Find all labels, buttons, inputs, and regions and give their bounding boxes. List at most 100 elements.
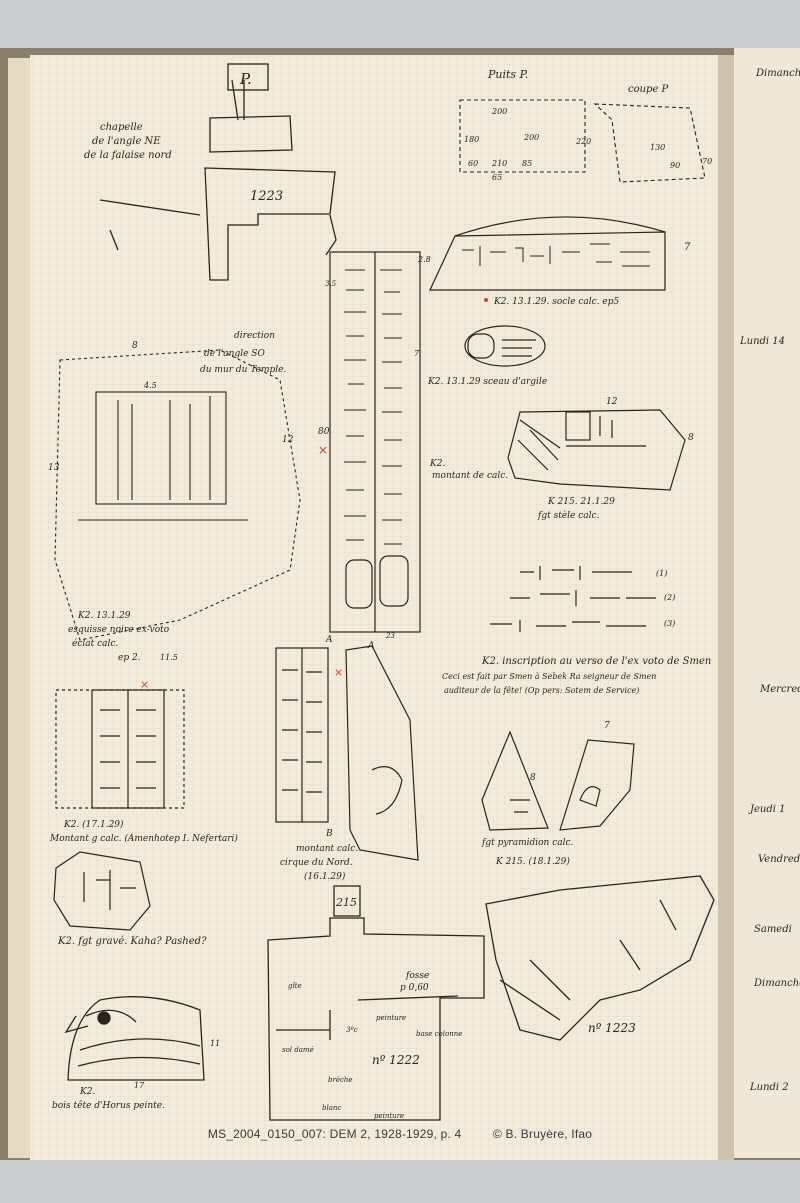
nord-note-3: (16.1.29) [304,871,346,882]
chapel-line-1: chapelle [100,122,143,133]
direction-line-3: du mur du Temple. [200,365,286,375]
pyramidion-dim-a: 8 [530,773,536,783]
tomb-plan [267,875,715,1121]
svg-text:Vendredi: Vendredi [758,854,800,865]
spine-shadow [718,55,734,1160]
plan-label-breche: brèche [328,1076,353,1084]
pyramidion-drawing [481,730,635,831]
montant-amenhotep [55,689,185,809]
exvoto-sketch [54,349,301,641]
mark-a1: A [325,635,333,645]
hiero-line-3-num: (3) [664,619,675,628]
exvoto-dim-right: 12 [282,435,294,445]
svg-text:Dimanche: Dimanche [753,978,800,989]
nord-note-1: montant calc. [296,844,358,854]
red-cross-3: × [334,666,343,679]
svg-text:Mercredi: Mercredi [759,684,800,695]
svg-text:90: 90 [670,161,680,170]
stele-dim-c: 7 [414,349,420,358]
horus-dim-b: 11 [210,1039,220,1048]
pyramidion-note-2: K 215. (18.1.29) [495,856,570,867]
exvoto-dim-top2: 8 [132,341,138,351]
fosse-depth: p 0,60 [400,983,429,993]
fosse-label: fosse [405,971,429,981]
plan-label-base: base colonne [416,1030,462,1038]
svg-text:200: 200 [523,133,539,142]
hieroglyph-lines [490,566,656,632]
svg-text:200: 200 [491,107,507,116]
plan-number-1223-b: nº 1223 [588,1021,636,1035]
inscription-line-1: K2. inscription au verso de l'ex voto de… [481,656,711,667]
plan-number-1223: 1223 [250,189,283,204]
inscription-line-2: Ceci est fait par Smen à Sebek Ra seigne… [442,672,656,681]
exvoto-note-3: éclat calc. [72,638,118,649]
montant-label-2: montant de calc. [432,471,508,481]
well-plan [459,99,706,183]
plan-number-1222: nº 1222 [372,1053,420,1067]
svg-text:60: 60 [468,159,478,168]
grid-paper [30,55,732,1160]
seal-note: K2. 13.1.29 sceau d'argile [427,377,547,387]
exvoto-note-4: ep 2. [118,653,141,663]
chapel-line-3: de la falaise nord [84,150,172,161]
well-title: Puits P. [487,68,528,81]
plan-label-blanc: blanc [322,1104,341,1112]
svg-text:Lundi 14: Lundi 14 [739,336,785,347]
montant-nord [275,645,419,861]
hiero-line-1-num: (1) [656,569,667,578]
exvoto-note-2: esquisse noire ex-voto [68,625,170,635]
right-page-days: Dimanche Lundi 14 Mercredi Jeudi 1 Vendr… [739,68,800,1093]
mark-a2: A [367,641,375,651]
socle-drawing [429,216,666,291]
direction-line-2: de l'angle SO [204,349,265,359]
right-page [734,48,800,1158]
exvoto-note-1: K2. 13.1.29 [77,611,131,621]
plan-label-3c: 3ºc [346,1026,358,1034]
svg-text:Jeudi 1: Jeudi 1 [748,804,786,815]
horus-note-1: K2. [79,1087,95,1097]
fragment-dim-height: 8 [688,433,694,443]
svg-text:70: 70 [702,157,712,166]
stele-fragment [507,409,686,491]
hiero-line-2-num: (2) [664,593,675,602]
horus-head [64,996,205,1081]
svg-text:210: 210 [491,159,507,168]
stele-dim-bottom: 23 [385,632,395,640]
stele-dim-b: 3.5 [325,280,337,288]
svg-text:220: 220 [575,137,591,146]
plan-label-peinture: peinture [376,1014,406,1022]
amenhotep-note-1: K2. (17.1.29) [63,819,124,830]
mark-b: B [325,829,333,839]
red-dot [484,298,488,302]
kaha-fragment [53,851,151,931]
exvoto-dim-top: 4.5 [143,381,157,390]
socle-dim-depth: 7 [684,242,691,253]
plan-number-215: 215 [335,896,357,909]
fragment-dim-width: 12 [606,397,618,407]
pyramidion-dim-b: 7 [604,721,610,731]
socle-dim-height: 2.8 [417,255,431,264]
fragment-note-2: fgt stèle calc. [537,510,600,521]
vertical-stele [329,251,421,633]
red-cross: × [318,443,328,457]
exvoto-dim-bottom: 11.5 [160,653,178,662]
chapel-line-2: de l'angle NE [92,136,161,147]
fragment-note-1: K 215. 21.1.29 [547,497,615,507]
image-caption: MS_2004_0150_007: DEM 2, 1928-1929, p. 4… [0,1127,800,1147]
well-dimensions: 200 180 200 60 210 85 65 220 130 90 70 [464,107,712,182]
svg-text:Lundi 2: Lundi 2 [749,1082,789,1093]
section-label: coupe P [628,84,669,95]
kaha-note: K2. fgt gravé. Kaha? Pashed? [57,936,207,947]
horus-note-2: bois tête d'Horus peinte. [52,1100,165,1111]
red-cross-2: × [140,678,149,691]
svg-text:180: 180 [464,135,479,144]
exvoto-dim-left: 13 [48,463,60,473]
nord-note-2: cirque du Nord. [280,858,353,868]
seal-drawing [464,325,546,367]
plan-label-gite: gîte [288,982,302,990]
pyramidion-note-1: fgt pyramidion calc. [481,838,574,848]
chapel-plan [99,63,337,281]
montant-label-1: K2. [429,459,445,469]
svg-text:130: 130 [650,143,665,152]
svg-text:Dimanche: Dimanche [755,68,800,79]
